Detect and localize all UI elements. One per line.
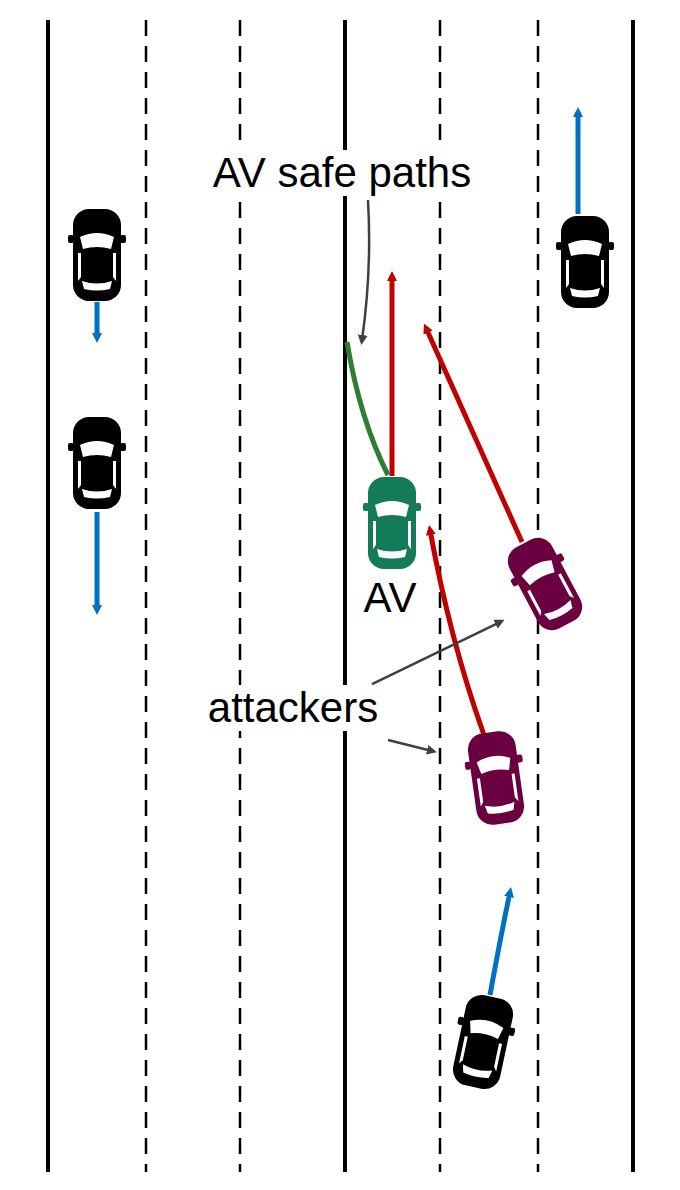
traffic-arrows [97, 112, 578, 995]
cars [68, 209, 614, 1093]
leader-lines [362, 200, 500, 751]
lane-lines [48, 20, 633, 1172]
callout-label: attackers [205, 685, 381, 731]
callout-label: AV safe paths [210, 150, 474, 196]
vehicle-label: AV [361, 575, 420, 621]
